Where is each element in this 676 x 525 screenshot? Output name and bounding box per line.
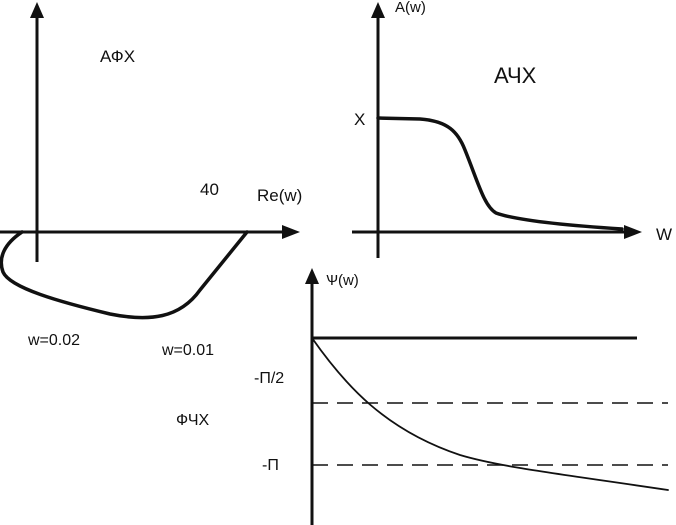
afh-mark-40: 40	[200, 180, 219, 199]
afh-re-axis-label: Re(w)	[257, 186, 302, 205]
afh-re-axis-arrow-icon	[282, 225, 300, 239]
afh-panel: АФХ 40 Re(w) w=0.02 w=0.01	[0, 2, 302, 359]
ach-title: АЧХ	[494, 63, 537, 88]
ach-panel: A(w) АЧХ X W	[352, 0, 672, 258]
fch-pi-label: -П	[262, 457, 279, 474]
ach-y-axis-label: A(w)	[395, 0, 426, 16]
ach-x-axis-label: W	[656, 225, 672, 244]
fch-half-pi-label: -П/2	[254, 370, 284, 387]
fch-phase-curve	[311, 337, 669, 491]
ach-curve	[376, 116, 624, 231]
ach-y-axis-arrow-icon	[371, 2, 385, 18]
afh-title: АФХ	[100, 47, 135, 66]
fch-panel: Ѱ(w) -П/2 -П ФЧХ	[176, 268, 669, 525]
fch-title: ФЧХ	[176, 412, 209, 429]
fch-y-axis-arrow-icon	[305, 268, 319, 284]
afh-hodograph-curve	[0, 230, 249, 320]
afh-im-axis-arrow-icon	[30, 2, 44, 18]
afh-w1-label: w=0.02	[27, 332, 80, 349]
ach-x-axis-arrow-icon	[624, 225, 642, 239]
fch-y-axis-label: Ѱ(w)	[326, 272, 359, 289]
ach-y-mark: X	[354, 110, 365, 129]
afh-w2-label: w=0.01	[161, 342, 214, 359]
